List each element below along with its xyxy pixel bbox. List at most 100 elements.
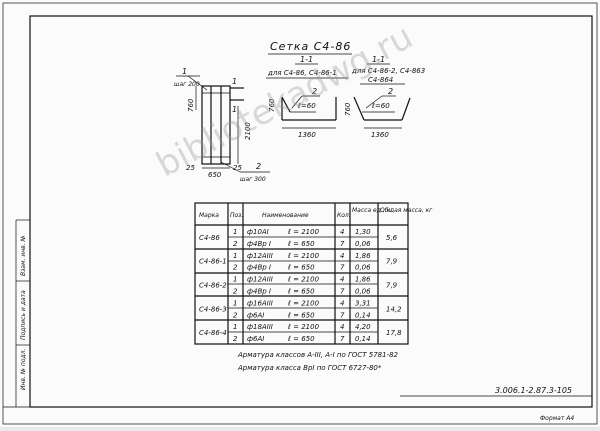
table-total-mass: 17,8 bbox=[386, 329, 402, 337]
section-2-caption-1: для С4-86-2, С4-863 bbox=[351, 67, 425, 75]
format-label: Формат А4 bbox=[540, 415, 574, 422]
section-1-callout: 2 bbox=[312, 87, 317, 96]
section-1-dim-1360: 1360 bbox=[298, 131, 316, 139]
table-pos: 1 bbox=[233, 299, 237, 307]
table-qty: 4 bbox=[340, 323, 344, 331]
specification-table: Марка Поз. Наименование Кол. Масса ед., … bbox=[194, 202, 433, 345]
table-total-mass: 7,9 bbox=[386, 258, 398, 266]
table-unit-mass: 4,20 bbox=[355, 323, 371, 331]
table-total-mass: 5,6 bbox=[386, 234, 398, 242]
dim-650: 650 bbox=[208, 171, 222, 179]
section-2-length: ℓ=60 bbox=[371, 102, 390, 110]
header-total-mass: Общая масса, кг bbox=[380, 207, 433, 214]
section-2-dim-760: 760 bbox=[344, 102, 352, 116]
header-qty: Кол. bbox=[337, 212, 351, 219]
table-unit-mass: 0,14 bbox=[355, 311, 371, 319]
dim-760: 760 bbox=[187, 98, 195, 112]
table-mark: С4-86-4 bbox=[199, 329, 227, 337]
callout-1: 1 bbox=[182, 67, 187, 76]
doc-code: 3.006.1-2.87.3-105 bbox=[495, 386, 572, 395]
table-name: ф12АIII bbox=[247, 252, 273, 260]
table-qty: 7 bbox=[340, 335, 345, 343]
outer-frame bbox=[2, 2, 598, 425]
section-1: 1-1 для С4-86, С4-86-1 2 ℓ=60 760 1360 bbox=[266, 55, 348, 139]
callout-1-spacing: шаг 200 bbox=[174, 81, 200, 88]
table-pos: 2 bbox=[233, 311, 238, 319]
table-length: ℓ = 2100 bbox=[287, 323, 320, 331]
table-mark: С4-86-1 bbox=[199, 258, 227, 266]
section-1-length: ℓ=60 bbox=[297, 102, 316, 110]
table-unit-mass: 1,30 bbox=[355, 228, 371, 236]
inner-frame bbox=[29, 15, 593, 408]
table-rows: С4-86 5,6 1 ф10АI ℓ = 2100 4 1,30 2 ф4Вр I ℓ = 65… bbox=[199, 228, 402, 343]
mesh-elevation: 1 1 1 шаг 200 2 шаг 300 760 2100 650 25 … bbox=[174, 67, 270, 183]
callout-2: 2 bbox=[256, 162, 261, 171]
table-length: ℓ = 2100 bbox=[287, 276, 320, 284]
table-name: ф10АI bbox=[247, 228, 269, 236]
table-pos: 2 bbox=[233, 240, 238, 248]
table-pos: 1 bbox=[233, 228, 237, 236]
section-2-callout: 2 bbox=[388, 87, 393, 96]
table-mark: С4-86-3 bbox=[199, 305, 227, 313]
dim-2100: 2100 bbox=[244, 122, 252, 140]
table-unit-mass: 1,86 bbox=[355, 252, 371, 260]
section-2: 1-1 для С4-86-2, С4-863 С4-864 2 ℓ=60 76… bbox=[344, 55, 425, 139]
table-name: ф12АIII bbox=[247, 276, 273, 284]
header-pos: Поз. bbox=[230, 212, 243, 219]
table-qty: 4 bbox=[340, 252, 344, 260]
table-unit-mass: 1,86 bbox=[355, 276, 371, 284]
table-qty: 4 bbox=[340, 276, 344, 284]
table-length: ℓ = 2100 bbox=[287, 299, 320, 307]
table-pos: 2 bbox=[233, 335, 238, 343]
table-qty: 7 bbox=[340, 264, 345, 272]
drawing-title: Сетка С4-86 bbox=[270, 40, 351, 53]
note-1: Арматура классов А-III, А-I по ГОСТ 5781… bbox=[237, 351, 399, 359]
table-name: ф4Вр I bbox=[247, 287, 271, 295]
table-name: ф4Вр I bbox=[247, 240, 271, 248]
side-stamp-3: Взам. инв. № bbox=[20, 235, 27, 276]
table-length: ℓ = 650 bbox=[287, 311, 315, 319]
side-stamp-2: Подпись и дата bbox=[20, 290, 27, 340]
section-1-caption: для С4-86, С4-86-1 bbox=[267, 69, 337, 77]
table-unit-mass: 0,06 bbox=[355, 264, 371, 272]
header-unit-mass: Масса ед., кг bbox=[352, 207, 394, 214]
section-mark-bottom: 1 bbox=[232, 105, 237, 114]
table-mark: С4-86 bbox=[199, 234, 220, 242]
table-name: ф18АIII bbox=[247, 323, 273, 331]
table-length: ℓ = 650 bbox=[287, 335, 315, 343]
table-mark: С4-86-2 bbox=[199, 282, 227, 290]
table-qty: 7 bbox=[340, 287, 345, 295]
table-name: ф16АIII bbox=[247, 299, 273, 307]
table-length: ℓ = 2100 bbox=[287, 228, 320, 236]
side-stamp-1: Инв. № подл. bbox=[20, 349, 27, 390]
header-mark: Марка bbox=[199, 212, 219, 219]
table-pos: 2 bbox=[233, 287, 238, 295]
table-name: ф6АI bbox=[247, 311, 264, 319]
section-2-label: 1-1 bbox=[372, 55, 385, 64]
section-2-dim-1360: 1360 bbox=[371, 131, 389, 139]
table-unit-mass: 0,06 bbox=[355, 240, 371, 248]
table-name: ф6АI bbox=[247, 335, 264, 343]
table-unit-mass: 3,31 bbox=[355, 299, 371, 307]
table-pos: 1 bbox=[233, 276, 237, 284]
table-pos: 1 bbox=[233, 323, 237, 331]
section-2-caption-2: С4-864 bbox=[368, 76, 393, 84]
table-length: ℓ = 2100 bbox=[287, 252, 320, 260]
dim-25-left: 25 bbox=[186, 164, 195, 172]
table-qty: 4 bbox=[340, 299, 344, 307]
section-mark-top: 1 bbox=[232, 77, 237, 86]
table-qty: 7 bbox=[340, 240, 345, 248]
table-length: ℓ = 650 bbox=[287, 264, 315, 272]
table-qty: 4 bbox=[340, 228, 344, 236]
header-name: Наименование bbox=[262, 212, 309, 219]
table-qty: 7 bbox=[340, 311, 345, 319]
dim-25-right: 25 bbox=[233, 164, 242, 172]
table-pos: 1 bbox=[233, 252, 237, 260]
note-2: Арматура класса ВрI по ГОСТ 6727-80* bbox=[237, 364, 382, 372]
section-1-label: 1-1 bbox=[300, 55, 313, 64]
table-unit-mass: 0,14 bbox=[355, 335, 371, 343]
table-total-mass: 7,9 bbox=[386, 282, 398, 290]
table-length: ℓ = 650 bbox=[287, 287, 315, 295]
callout-2-spacing: шаг 300 bbox=[240, 176, 266, 183]
